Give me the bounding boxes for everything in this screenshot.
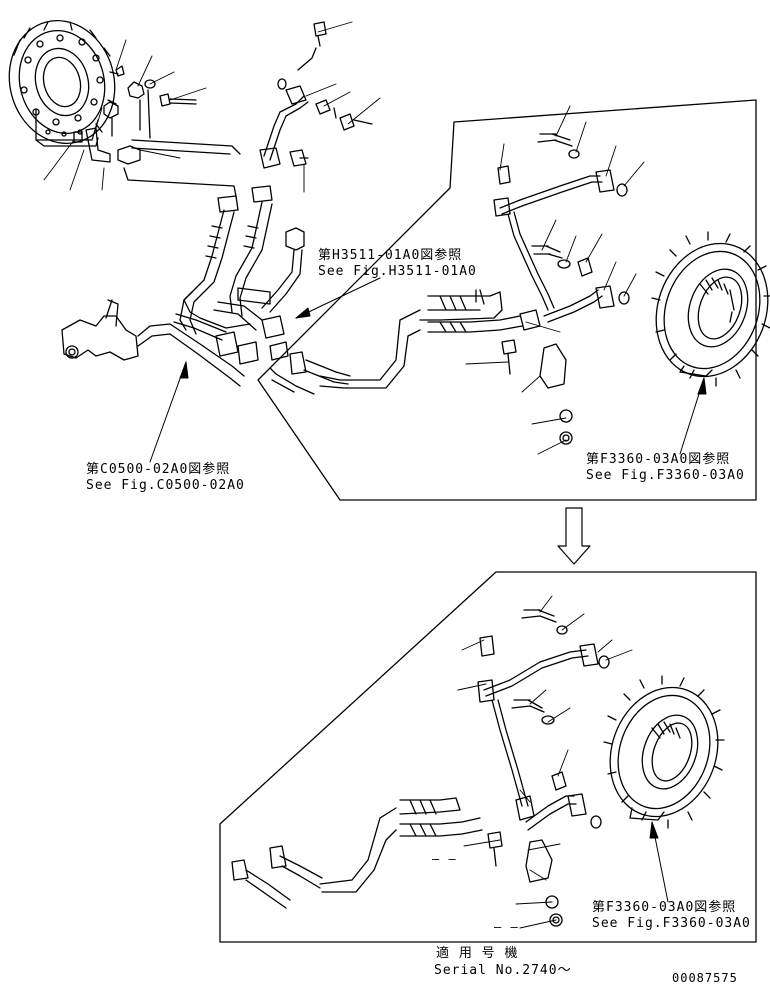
detail-panel-top [257, 99, 757, 501]
leader-lines-top-panel [465, 105, 645, 455]
tube-set-bottom [477, 609, 610, 927]
hose-left [179, 209, 235, 335]
tube-upper [217, 21, 373, 213]
dash-mark-2: – – [494, 920, 519, 934]
ref-c0500-en: See Fig.C0500-02A0 [86, 478, 245, 493]
serial-number: Serial No.2740～ [434, 963, 572, 978]
transition-arrow [557, 507, 591, 565]
hose-pair-top [269, 289, 523, 395]
serial-title: 適 用 号 機 [436, 946, 519, 961]
transmission-housing [8, 19, 119, 147]
callout-arrow-c0500 [149, 361, 189, 463]
detail-panel-bottom [219, 571, 757, 943]
hose-right [229, 201, 305, 317]
tube-set-top [493, 133, 630, 445]
leader-lines-bottom-panel [457, 595, 633, 929]
gear-ring-top [651, 231, 770, 387]
fittings-cluster-left [73, 65, 241, 197]
ref-h3511-jp: 第H3511-01A0図参照 [318, 248, 463, 263]
ref-h3511-en: See Fig.H3511-01A0 [318, 264, 477, 279]
leader-lines-upper [43, 21, 381, 193]
ref-f3360-top-jp: 第F3360-03A0図参照 [586, 452, 731, 467]
callout-arrow-f3360-bottom [649, 821, 669, 903]
ref-c0500-jp: 第C0500-02A0図参照 [86, 462, 231, 477]
ref-f3360-bottom-jp: 第F3360-03A0図参照 [592, 900, 737, 915]
ref-f3360-top-en: See Fig.F3360-03A0 [586, 468, 745, 483]
valve-assembly [61, 291, 289, 387]
callout-arrow-h3511 [295, 277, 381, 319]
callout-arrow-f3360-top [679, 377, 707, 455]
dash-mark-1: – – [432, 852, 457, 866]
gear-ring-bottom [603, 675, 725, 829]
ref-f3360-bottom-en: See Fig.F3360-03A0 [592, 916, 751, 931]
drawing-number: 00087575 [672, 971, 738, 985]
hose-pair-bottom [231, 797, 483, 909]
